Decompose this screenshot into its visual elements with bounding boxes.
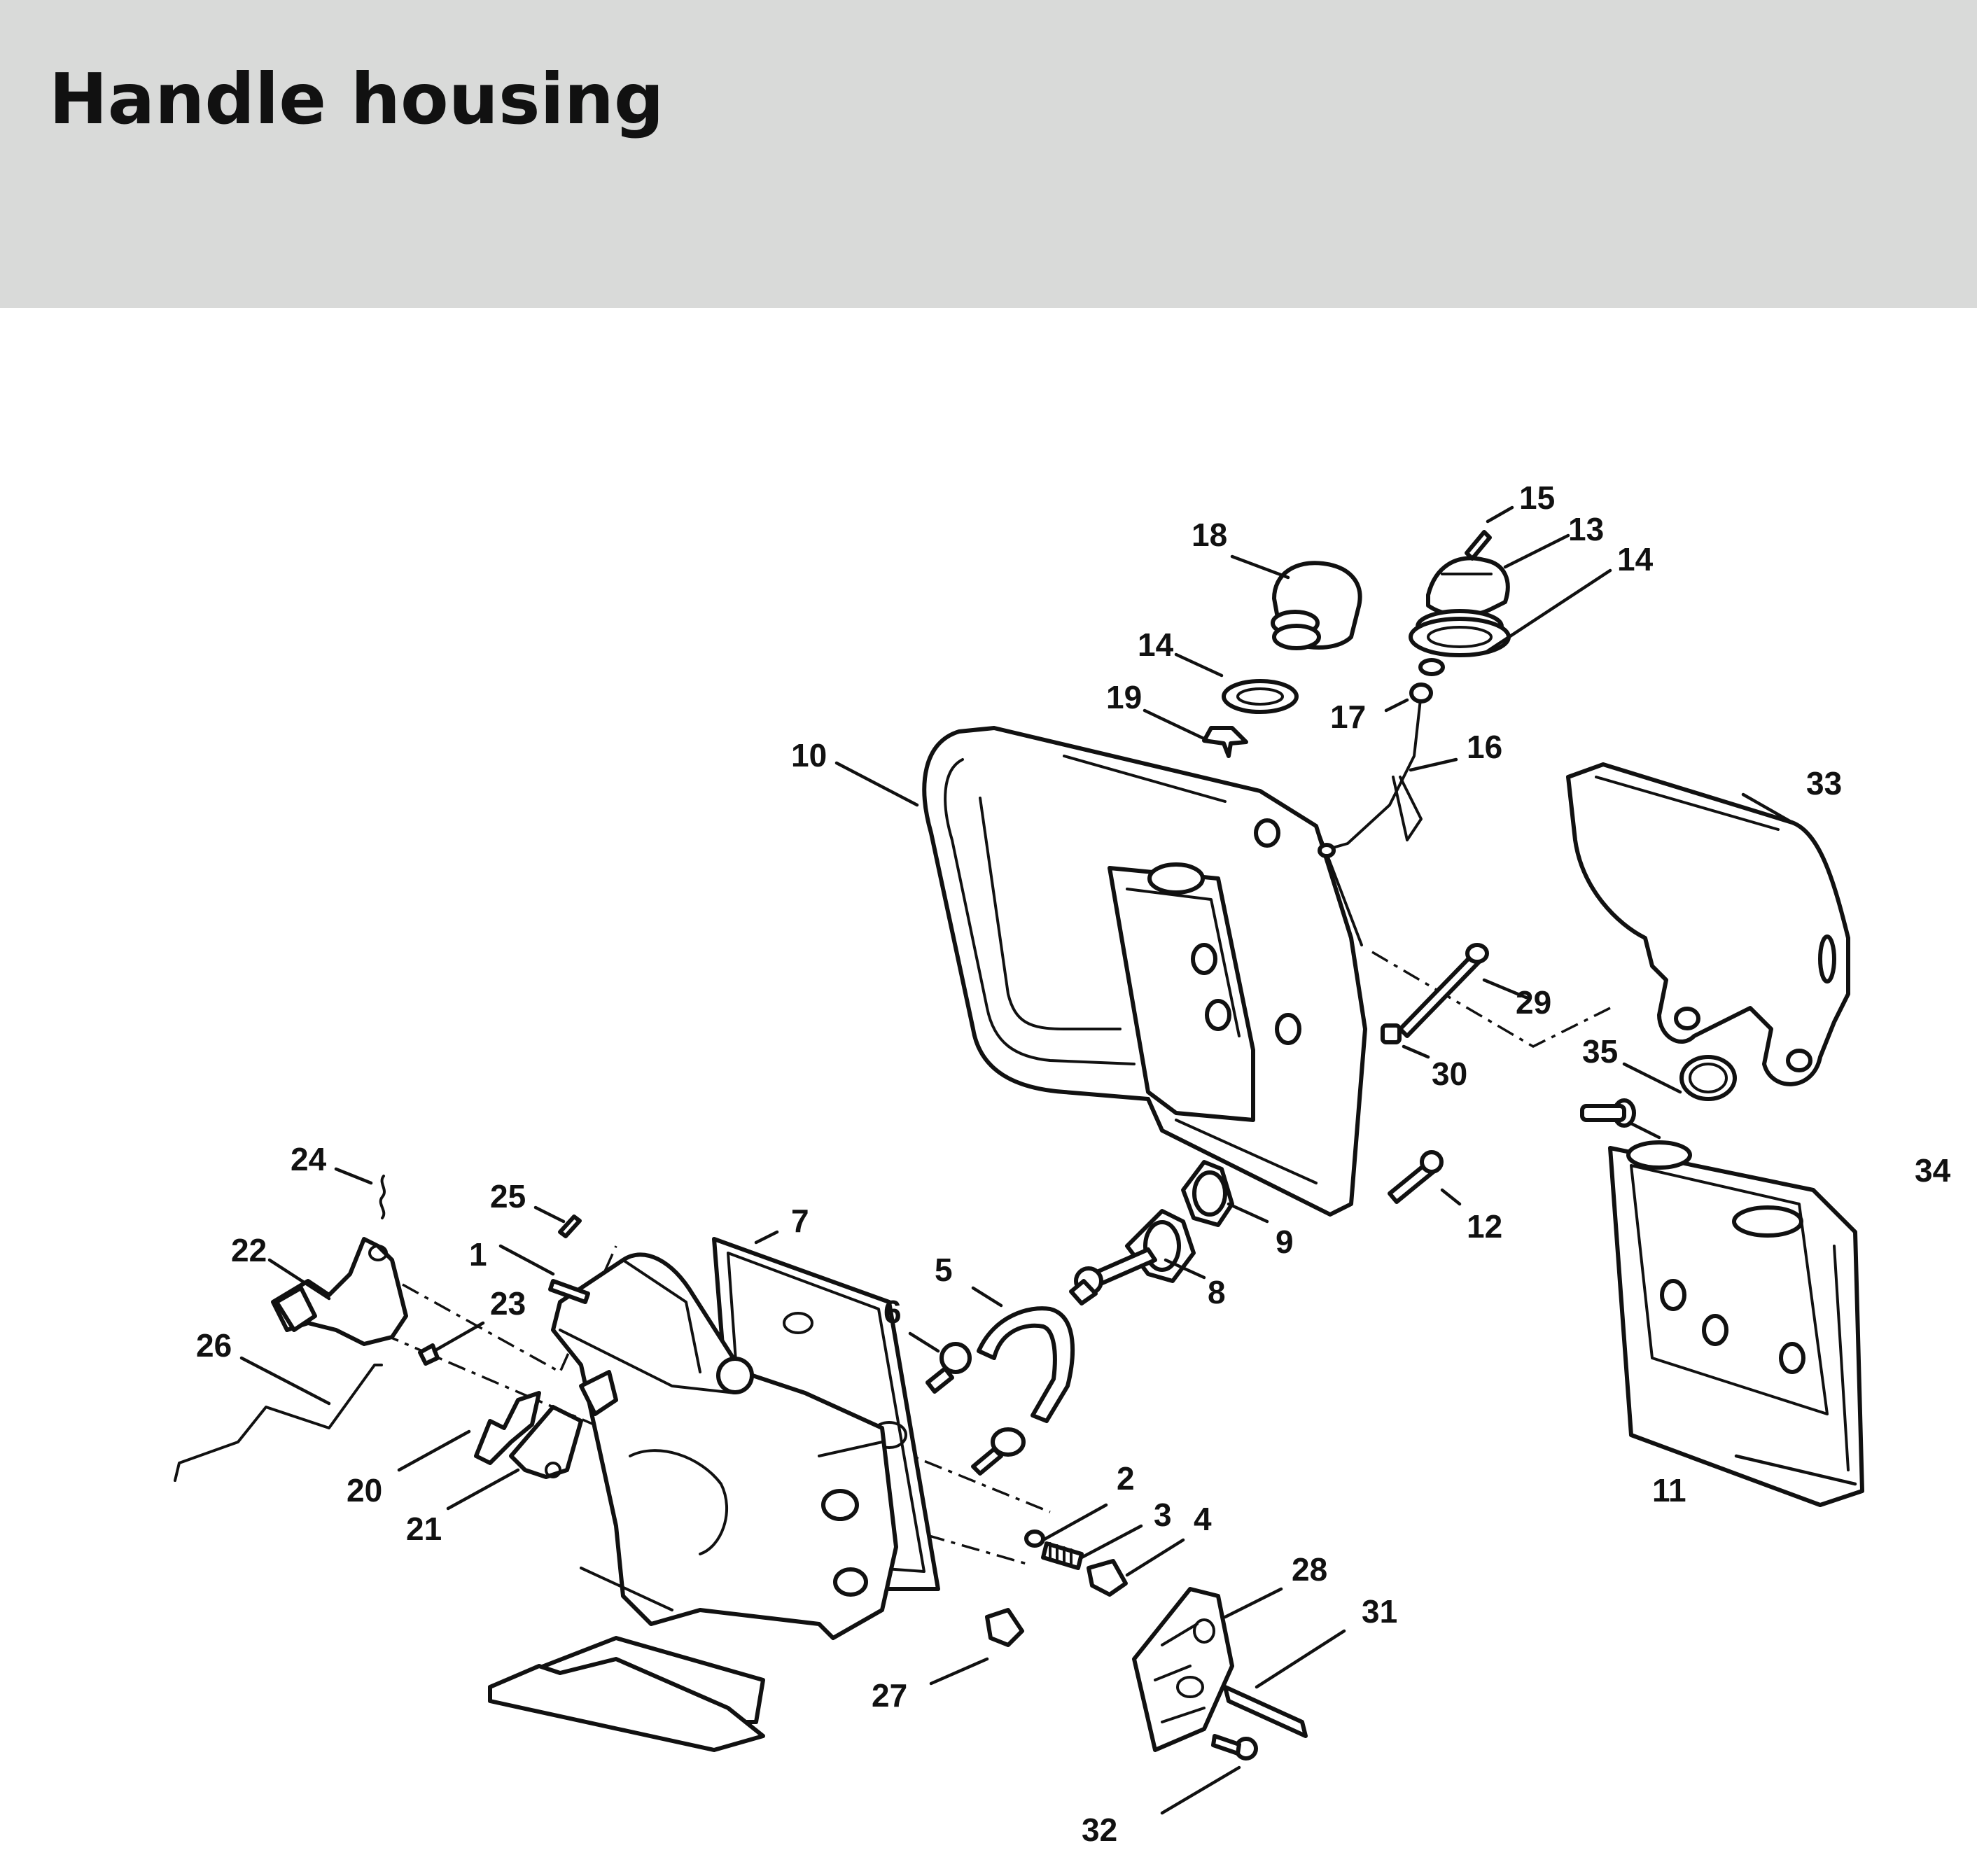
part-12-screw — [1388, 1150, 1444, 1204]
callout-15: 15 — [1519, 479, 1555, 516]
part-20-21-clips — [474, 1391, 583, 1479]
part-17-top — [1418, 658, 1445, 676]
part-18-cap — [1271, 561, 1362, 650]
part-33-sprocket-cover — [1566, 762, 1850, 1086]
part-14-seal — [1222, 679, 1299, 714]
part-35-spring — [1679, 1055, 1737, 1101]
callout-21: 21 — [406, 1511, 442, 1547]
part-24-spring — [379, 1175, 386, 1219]
callout-18: 18 — [1192, 517, 1227, 553]
callout-30: 30 — [1432, 1056, 1467, 1092]
callout-17: 17 — [1330, 699, 1366, 735]
callout-12: 12 — [1467, 1208, 1502, 1245]
part-13-cap — [1409, 556, 1511, 657]
callout-25: 25 — [490, 1178, 526, 1214]
callout-11: 11 — [1652, 1472, 1686, 1508]
leader-lines — [239, 505, 1857, 1815]
page-title: Handle housing — [49, 58, 664, 140]
part-22-lever — [271, 1237, 408, 1346]
callout-14b: 14 — [1138, 626, 1174, 663]
part-17-fitting — [1409, 682, 1433, 704]
callout-28: 28 — [1292, 1551, 1327, 1588]
part-10-handle-housing — [922, 726, 1367, 1217]
part-31-stud — [1223, 1685, 1308, 1738]
part-25-pin — [558, 1214, 582, 1238]
callout-32: 32 — [1082, 1812, 1117, 1848]
callout-8: 8 — [1208, 1274, 1226, 1310]
callout-31: 31 — [1362, 1593, 1397, 1630]
callout-23: 23 — [490, 1285, 526, 1322]
part-5-hose — [925, 1306, 1075, 1476]
callout-27: 27 — [872, 1677, 907, 1714]
callout-7: 7 — [791, 1203, 809, 1239]
callout-33: 33 — [1806, 765, 1842, 802]
callout-16: 16 — [1467, 729, 1502, 765]
callout-29: 29 — [1516, 984, 1551, 1021]
callout-3: 3 — [1154, 1497, 1172, 1533]
callout-13: 13 — [1568, 511, 1604, 547]
callout-4: 4 — [1194, 1501, 1212, 1537]
header-banner: Handle housing — [0, 0, 1977, 308]
crankcase-body — [488, 1252, 898, 1752]
part-23-screw — [418, 1343, 440, 1366]
part-16-chain — [1318, 692, 1423, 858]
callout-19: 19 — [1106, 679, 1142, 715]
part-32-screw — [1211, 1734, 1258, 1760]
part-29-30-bolt-nut — [1381, 943, 1489, 1044]
callout-5: 5 — [935, 1252, 953, 1288]
part-1-pin — [548, 1279, 590, 1304]
callout-9: 9 — [1276, 1224, 1294, 1260]
part-11-cover — [1608, 1140, 1864, 1507]
callout-10: 10 — [791, 737, 827, 774]
callout-34: 34 — [1915, 1152, 1951, 1189]
part-2-3-4-spring-set — [1024, 1530, 1128, 1597]
callout-26: 26 — [196, 1327, 232, 1364]
callout-24: 24 — [291, 1141, 327, 1177]
part-27-fitting — [985, 1608, 1024, 1647]
part-26-rod — [174, 1364, 383, 1482]
callout-14a: 14 — [1617, 541, 1654, 578]
part-15-pin — [1465, 530, 1492, 561]
callout-35: 35 — [1582, 1033, 1618, 1070]
callout-1: 1 — [469, 1236, 487, 1273]
callout-22: 22 — [231, 1232, 267, 1268]
part-34-screw — [1580, 1098, 1636, 1128]
callout-labels: 1 2 3 4 5 6 7 8 9 10 11 12 13 14 14 15 1… — [196, 479, 1951, 1848]
callout-6: 6 — [883, 1294, 902, 1330]
part-28-plate — [1132, 1587, 1234, 1752]
callout-2: 2 — [1117, 1460, 1135, 1497]
callout-20: 20 — [347, 1472, 382, 1508]
